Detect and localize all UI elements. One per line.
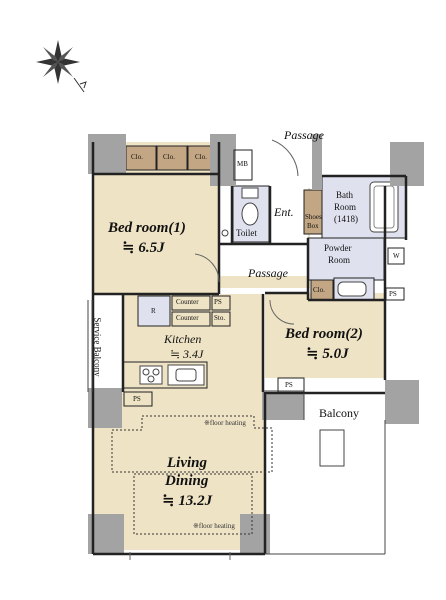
- ps-left-label: PS: [133, 395, 141, 403]
- bedroom1-name: Bed room(1): [108, 220, 186, 236]
- meter-box-label: MB: [237, 160, 248, 168]
- storage-label: Sto.: [214, 314, 226, 322]
- kitchen-size: ≒ 3.4J: [170, 347, 204, 361]
- bedroom1-size: ≒ 6.5J: [122, 240, 165, 256]
- closets: [125, 145, 334, 301]
- kitchen-name: Kitchen: [164, 332, 202, 346]
- floor-heating-note-2: ※floor heating: [193, 522, 235, 530]
- bedroom2-name: Bed room(2): [285, 326, 363, 342]
- ps-right-label: PS: [389, 290, 397, 298]
- counter-label-1: Counter: [176, 298, 199, 306]
- powder-label-1: Powder: [324, 243, 352, 253]
- ps-bedroom2-label: PS: [285, 381, 293, 389]
- compass-rose-icon: [36, 40, 87, 93]
- floor-heating-note-1: ※floor heating: [204, 419, 246, 427]
- refrigerator-label: R: [151, 307, 156, 315]
- counter-label-2: Counter: [176, 314, 199, 322]
- service-balcony-label: Service Balcony: [92, 317, 103, 377]
- entrance-label: Ent.: [274, 205, 294, 219]
- living-name: Living: [167, 455, 207, 471]
- walls: [91, 142, 408, 556]
- ps-boxes: [123, 149, 405, 407]
- shoes-box-label-1: Shoes: [305, 213, 322, 221]
- bath-label-1: Bath: [336, 190, 353, 200]
- washer-label: W: [393, 252, 400, 260]
- floor-heating-zones: [111, 415, 273, 535]
- closet-label-3: Clo.: [195, 153, 207, 161]
- balcony-label: Balcony: [319, 406, 359, 420]
- passage-mid-label: Passage: [248, 266, 288, 280]
- bedroom2-size: ≒ 5.0J: [306, 346, 349, 362]
- closet-label-1: Clo.: [131, 153, 143, 161]
- closet-label-2: Clo.: [163, 153, 175, 161]
- closet-label-4: Clo.: [313, 286, 325, 294]
- balcony-outline: [87, 300, 386, 555]
- bath-label-2: Room: [334, 202, 357, 212]
- toilet-label: Toilet: [236, 228, 257, 238]
- ps-kitchen-label: PS: [214, 298, 222, 306]
- passage-top-label: Passage: [284, 128, 324, 142]
- dining-name: Dining: [165, 473, 209, 489]
- powder-label-2: Room: [328, 255, 351, 265]
- door-swings: [129, 139, 299, 560]
- shoes-box-label-2: Box: [307, 222, 319, 230]
- bath-label-3: (1418): [334, 214, 358, 224]
- living-size: ≒ 13.2J: [162, 493, 213, 509]
